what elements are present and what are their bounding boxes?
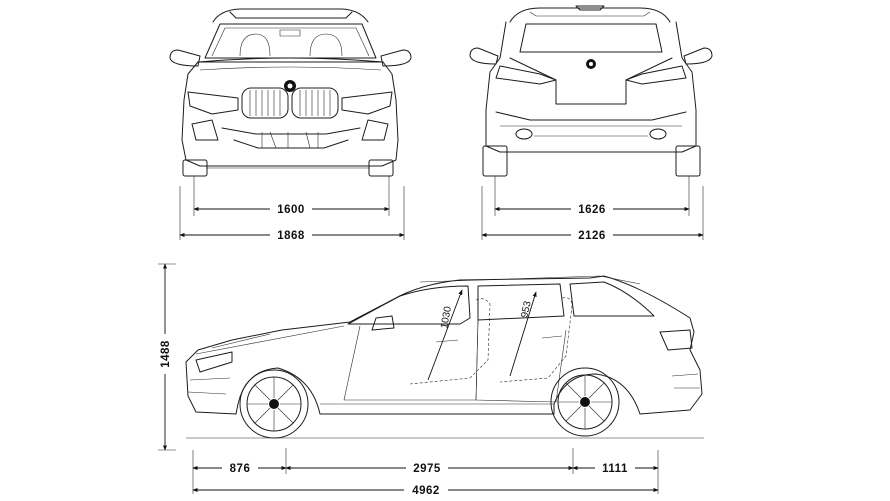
alloy-wheel-icon: [239, 369, 309, 439]
length-label: 4962: [412, 485, 440, 497]
front-overhang-label: 876: [230, 463, 251, 475]
rear-width-label: 2126: [578, 230, 606, 242]
length-dimensions: 876 2975 1111 4962: [192, 448, 659, 497]
height-label: 1488: [160, 340, 172, 368]
front-view: [169, 8, 412, 177]
wheelbase-label: 2975: [413, 463, 441, 475]
height-dimension: 1488: [157, 263, 176, 451]
rear-overhang-label: 1111: [602, 463, 628, 475]
front-track-label: 1600: [277, 204, 305, 216]
front-headroom-label: 1030: [439, 305, 454, 329]
front-dimensions: 1600 1868: [179, 176, 405, 242]
alloy-wheel-icon: [550, 367, 620, 437]
rear-dimensions: 1626 2126: [481, 176, 704, 242]
side-view: [185, 275, 704, 439]
rear-track-label: 1626: [578, 204, 606, 216]
rear-headroom-label: 953: [519, 300, 533, 319]
front-width-label: 1868: [277, 230, 305, 242]
rear-view: [469, 5, 713, 177]
